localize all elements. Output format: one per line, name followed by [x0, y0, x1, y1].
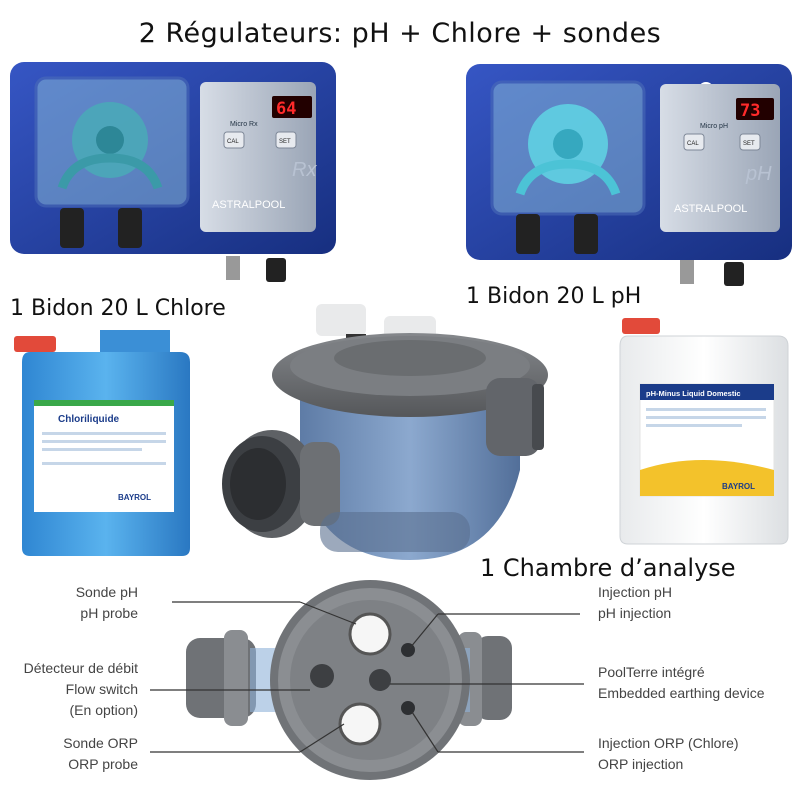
- callout-flow-switch: Détecteur de débit Flow switch (En optio…: [0, 658, 138, 721]
- callout-sonde-ph-en: pH probe: [80, 605, 138, 621]
- ph-probe-port-icon: [348, 612, 392, 656]
- bidon-chlore-label: 1 Bidon 20 L Chlore: [10, 296, 226, 321]
- callout-sonde-ph-fr: Sonde pH: [75, 584, 138, 600]
- callout-sonde-ph: Sonde pH pH probe: [10, 582, 138, 624]
- callout-sonde-orp-fr: Sonde ORP: [63, 735, 138, 751]
- callout-injection-ph: Injection pH pH injection: [598, 582, 672, 624]
- regulator-rx: 64 Micro Rx CAL SET Rx ASTRALPOOL: [10, 62, 336, 282]
- callout-poolterre-en: Embedded earthing device: [598, 685, 765, 701]
- earthing-device-icon: [369, 669, 391, 691]
- rx-set-button[interactable]: SET: [279, 139, 291, 145]
- analysis-chamber: [222, 304, 548, 560]
- ph-product-name: pH-Minus Liquid Domestic: [646, 389, 741, 398]
- callout-injection-ph-fr: Injection pH: [598, 584, 672, 600]
- ph-set-button[interactable]: SET: [743, 141, 755, 147]
- callout-sonde-orp-en: ORP probe: [68, 756, 138, 772]
- page-title: 2 Régulateurs: pH + Chlore + sondes: [138, 18, 662, 49]
- regulator-ph: 73 Micro pH CAL SET pH ASTRALPOOL: [466, 64, 792, 286]
- orp-probe-port-icon: [338, 702, 382, 746]
- rx-display: 64: [276, 99, 296, 119]
- callout-flow-switch-en: Flow switch: [65, 681, 138, 697]
- callout-poolterre: PoolTerre intégré Embedded earthing devi…: [598, 662, 765, 704]
- rx-brand: ASTRALPOOL: [212, 199, 285, 211]
- ph-model-text: Micro pH: [700, 123, 728, 130]
- ph-display: 73: [740, 101, 760, 121]
- ph-brand: ASTRALPOOL: [674, 203, 747, 215]
- callout-injection-orp: Injection ORP (Chlore) ORP injection: [598, 733, 739, 775]
- callout-flow-switch-fr: Détecteur de débit: [23, 660, 138, 676]
- ph-cal-button[interactable]: CAL: [687, 141, 699, 147]
- bidon-ph-label: 1 Bidon 20 L pH: [466, 284, 642, 309]
- chamber-label: 1 Chambre d’analyse: [480, 554, 736, 582]
- callout-flow-switch-option: (En option): [69, 702, 138, 718]
- ph-tag: pH: [745, 163, 772, 185]
- callout-poolterre-fr: PoolTerre intégré: [598, 664, 705, 680]
- rx-cal-button[interactable]: CAL: [227, 139, 239, 145]
- chlore-can: Chloriliquide BAYROL: [14, 330, 190, 556]
- callout-sonde-orp: Sonde ORP ORP probe: [10, 733, 138, 775]
- flow-switch-icon: [310, 664, 334, 688]
- callout-injection-orp-fr: Injection ORP (Chlore): [598, 735, 739, 751]
- rx-model-text: Micro Rx: [230, 121, 258, 128]
- ph-brand-can: BAYROL: [722, 482, 755, 491]
- chlore-brand: BAYROL: [118, 493, 151, 502]
- ph-can: pH-Minus Liquid Domestic BAYROL: [619, 318, 789, 545]
- rx-tag: Rx: [292, 159, 317, 181]
- callout-injection-ph-en: pH injection: [598, 605, 672, 621]
- chamber-top-view: [186, 580, 512, 780]
- callout-injection-orp-en: ORP injection: [598, 756, 684, 772]
- chlore-product-name: Chloriliquide: [58, 414, 120, 425]
- callout-lines: [150, 601, 584, 753]
- orp-injection-port-icon: [401, 701, 415, 715]
